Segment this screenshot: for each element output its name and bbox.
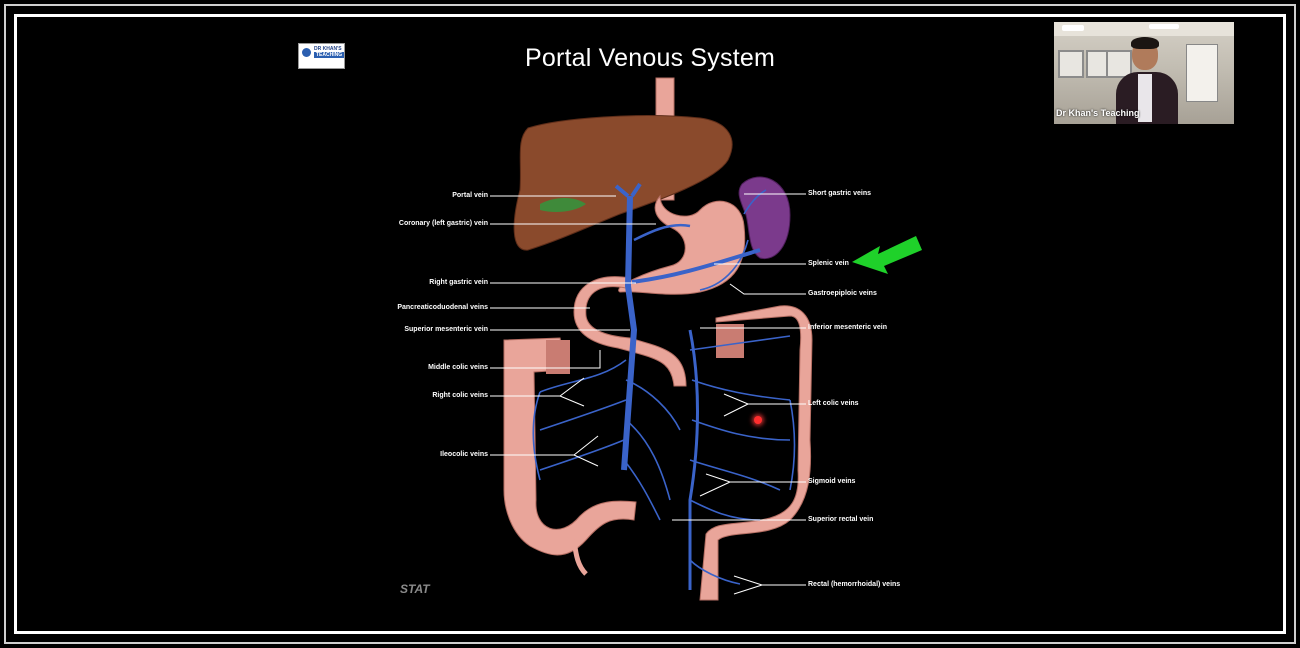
label-ileocolic: Ileocolic veins [360, 451, 488, 459]
label-superior-mesenteric: Superior mesenteric vein [340, 326, 488, 334]
portal-vein [624, 196, 634, 470]
label-gastroepiploic: Gastroepiploic veins [808, 290, 877, 298]
stat-logo: STAT [400, 582, 430, 596]
label-inferior-mesenteric: Inferior mesenteric vein [808, 324, 887, 332]
label-rectal: Rectal (hemorrhoidal) veins [808, 581, 900, 589]
label-right-colic: Right colic veins [360, 392, 488, 400]
label-splenic: Splenic vein [808, 260, 849, 268]
transverse-colon-cut [546, 340, 570, 374]
label-left-colic: Left colic veins [808, 400, 859, 408]
label-pancreaticoduodenal: Pancreaticoduodenal veins [340, 304, 488, 312]
pointer-arrow-icon [852, 236, 922, 274]
laser-pointer-dot [754, 416, 762, 424]
label-right-gastric: Right gastric vein [360, 279, 488, 287]
label-short-gastric: Short gastric veins [808, 190, 871, 198]
label-coronary-vein: Coronary (left gastric) vein [340, 220, 488, 228]
label-middle-colic: Middle colic veins [360, 364, 488, 372]
descending-colon-cut [716, 324, 744, 358]
label-sigmoid: Sigmoid veins [808, 478, 855, 486]
label-superior-rectal: Superior rectal vein [808, 516, 873, 524]
label-portal-vein: Portal vein [380, 192, 488, 200]
